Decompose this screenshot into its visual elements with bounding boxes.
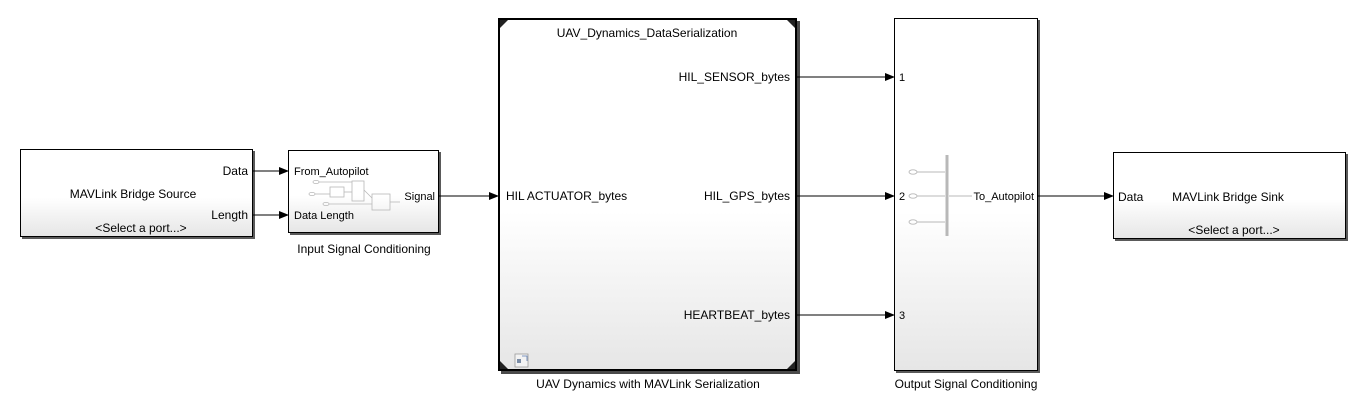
mavlink-bridge-source-block[interactable] [20,149,253,237]
input-conditioning-out-port-signal: Signal [404,191,435,203]
output-signal-conditioning-block[interactable] [894,18,1038,371]
sink-block-title: MAVLink Bridge Sink [1172,190,1284,204]
sink-in-port-data: Data [1118,190,1144,204]
input-conditioning-in-port-data-length: Data Length [294,210,354,222]
source-block-title: MAVLink Bridge Source [69,187,197,201]
uav-dynamics-title: UAV_Dynamics_DataSerialization [556,26,738,40]
uav-dynamics-block[interactable] [498,18,797,371]
uav-dynamics-in-port: HIL ACTUATOR_bytes [506,189,628,203]
input-conditioning-in-port-from-autopilot: From_Autopilot [294,166,369,178]
sink-port-select[interactable]: <Select a port...> [1188,223,1280,237]
input-conditioning-label: Input Signal Conditioning [297,242,431,256]
uav-dynamics-out-port-hil-gps: HIL_GPS_bytes [703,189,790,203]
output-conditioning-in-port-3: 3 [899,310,906,322]
output-conditioning-label: Output Signal Conditioning [894,377,1038,391]
output-conditioning-in-port-2: 2 [899,191,906,203]
uav-dynamics-out-port-hil-sensor: HIL_SENSOR_bytes [678,70,790,84]
uav-dynamics-label: UAV Dynamics with MAVLink Serialization [536,377,760,391]
uav-dynamics-out-port-heartbeat: HEARTBEAT_bytes [683,308,790,322]
mavlink-bridge-sink-block[interactable] [1113,152,1346,239]
source-out-port-data: Data [222,164,248,178]
output-conditioning-out-port: To_Autopilot [973,191,1034,203]
output-conditioning-in-port-1: 1 [899,72,906,84]
source-out-port-length: Length [211,208,248,222]
source-port-select[interactable]: <Select a port...> [95,221,187,235]
